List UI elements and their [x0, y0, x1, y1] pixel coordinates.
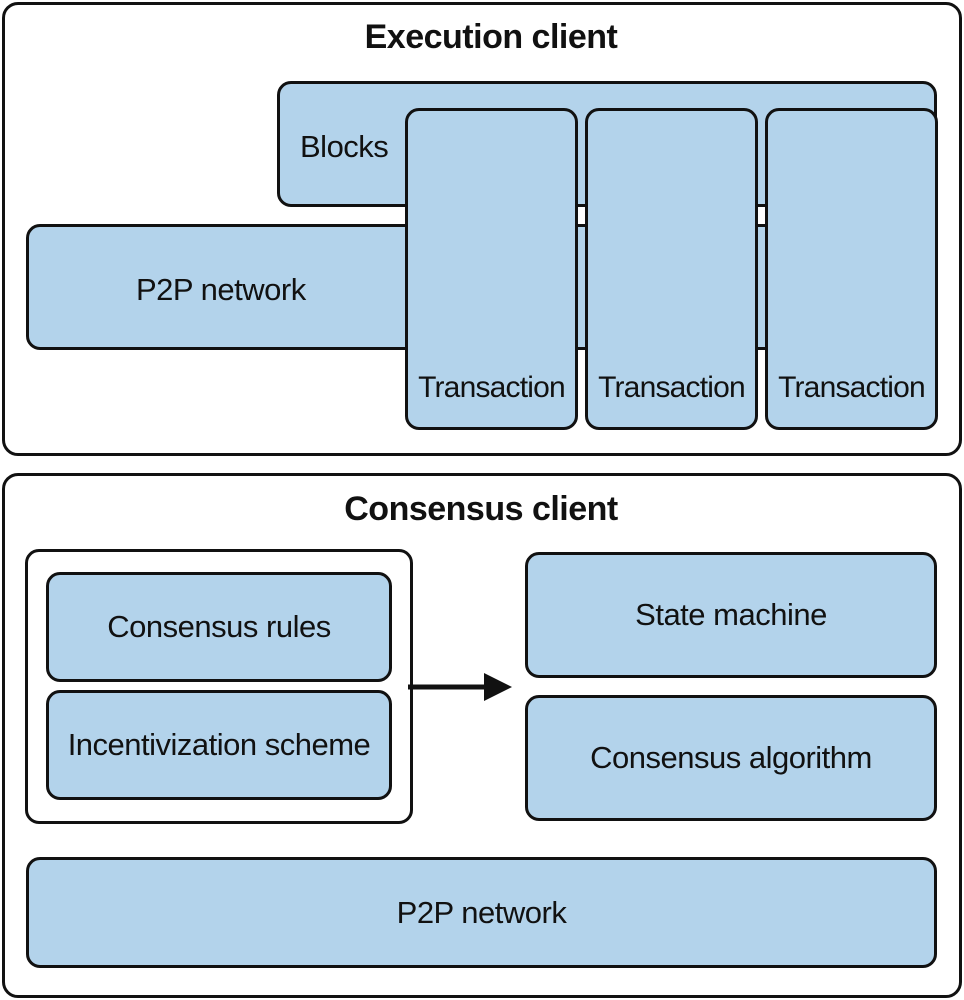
transaction-box-1: Transaction — [405, 108, 578, 430]
consensus-algorithm-box: Consensus algorithm — [525, 695, 937, 821]
right-arrow-icon — [408, 673, 512, 701]
execution-client-title: Execution client — [364, 18, 618, 56]
transaction-box-2: Transaction — [585, 108, 758, 430]
blocks-label: Blocks — [300, 129, 389, 164]
consensus-rules-box: Consensus rules — [46, 572, 392, 682]
consensus-p2p-network-box: P2P network — [26, 857, 937, 968]
state-machine-box: State machine — [525, 552, 937, 678]
consensus-client-title: Consensus client — [344, 490, 618, 528]
execution-p2p-network-label: P2P network — [136, 272, 306, 307]
transaction-box-3: Transaction — [765, 108, 938, 430]
incentivization-scheme-box: Incentivization scheme — [46, 690, 392, 800]
